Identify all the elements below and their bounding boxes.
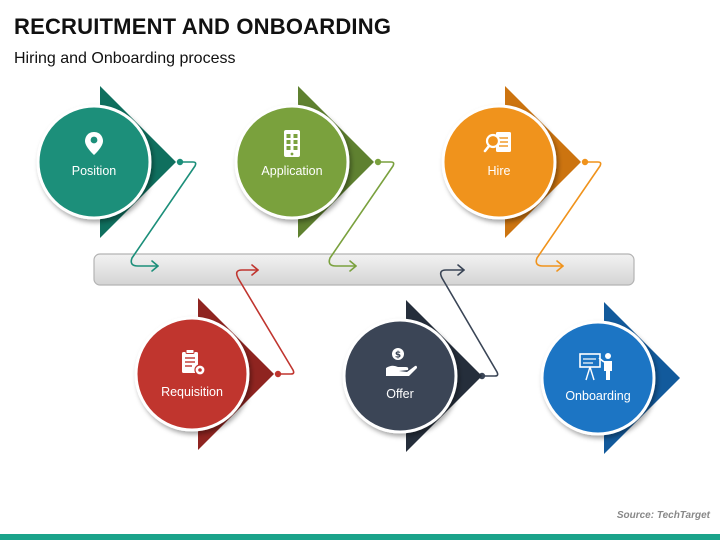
step-hire: Hire [441,86,581,238]
source-credit: Source: TechTarget [616,510,710,521]
step-label: Onboarding [565,389,630,403]
step-label: Application [261,164,322,178]
step-position: Position [36,86,176,238]
page-title: RECRUITMENT AND ONBOARDING [14,14,392,39]
connector-requisition [235,264,295,378]
step-onboarding: Onboarding [540,302,680,454]
step-label: Requisition [161,385,223,399]
resume-search-icon [483,132,511,153]
timeline-bar [93,253,635,286]
money-hand-icon: $ [386,348,417,376]
mobile-app-icon [284,130,300,157]
bottom-accent-bar [0,534,720,540]
location-pin-icon [85,132,103,155]
clipboard-gear-icon [182,349,206,376]
step-application: Application [234,86,374,238]
presentation-icon [579,353,612,381]
step-label: Offer [386,387,414,401]
connector-hire [535,158,602,272]
connector-position [130,158,197,272]
step-offer: $ Offer [342,300,482,452]
connector-application [328,158,395,272]
step-label: Position [72,164,117,178]
svg-text:$: $ [395,351,401,361]
step-label: Hire [488,164,511,178]
step-requisition: Requisition [134,298,274,450]
page-subtitle: Hiring and Onboarding process [14,50,236,67]
